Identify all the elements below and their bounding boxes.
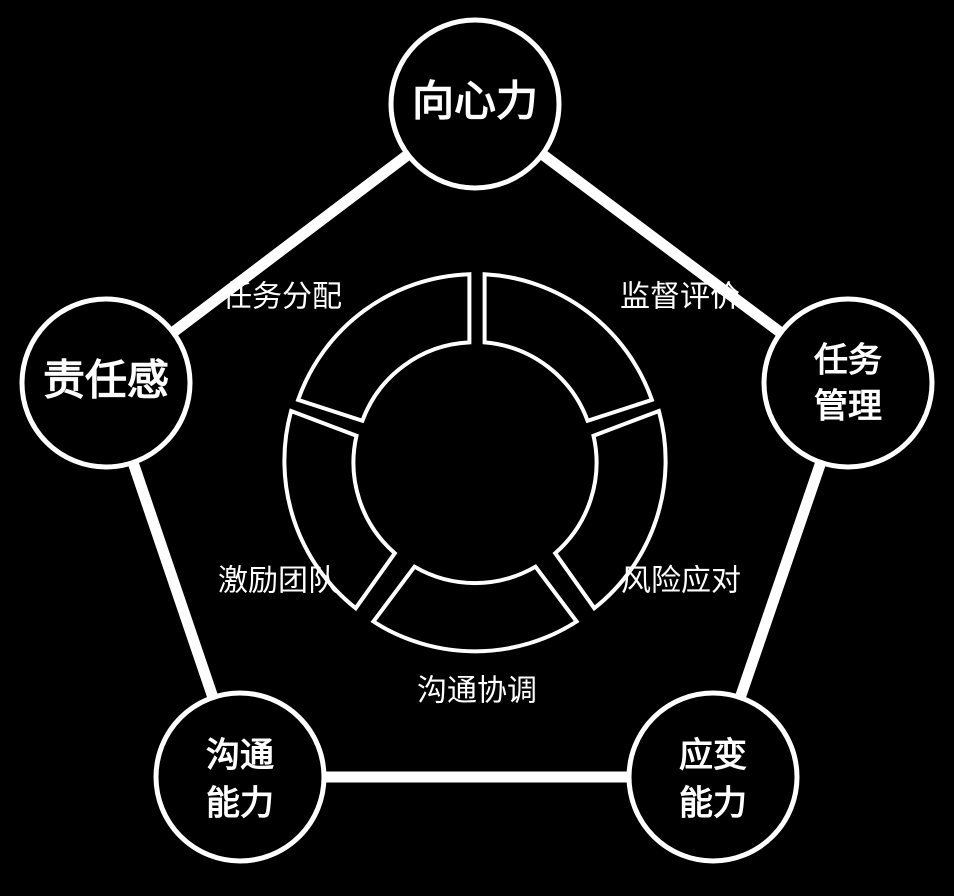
label-task-assignment: 任务分配 (222, 280, 342, 315)
label-motivation: 激励团队 (218, 564, 338, 599)
ring-segment-task-assignment (295, 272, 472, 424)
node-top: 向心力 (388, 17, 562, 191)
node-right-label-line1: 任务 (814, 341, 882, 381)
node-bottom-left: 沟通 能力 (153, 690, 327, 864)
segmented-ring (282, 272, 668, 654)
ring-segment-motivation (282, 408, 398, 612)
node-bottom-left-label-line1: 沟通 (206, 736, 274, 776)
ring-segment-supervision (482, 272, 655, 424)
node-bottom-right-label-line1: 应变 (679, 736, 747, 776)
node-left: 责任感 (19, 296, 193, 470)
label-risk: 风险应对 (621, 564, 741, 599)
label-communication: 沟通协调 (417, 674, 537, 709)
node-bottom-left-label-line2: 能力 (206, 784, 274, 824)
ring-segment-communication (370, 564, 580, 654)
label-supervision: 监督评价 (620, 280, 740, 315)
ring-segment-risk (552, 408, 668, 612)
node-top-label: 向心力 (412, 77, 538, 126)
node-right: 任务 管理 (761, 296, 935, 470)
node-bottom-right-label-line2: 能力 (679, 784, 747, 824)
node-bottom-right: 应变 能力 (626, 690, 800, 864)
node-right-label-line2: 管理 (814, 387, 882, 427)
node-left-label: 责任感 (43, 356, 169, 405)
